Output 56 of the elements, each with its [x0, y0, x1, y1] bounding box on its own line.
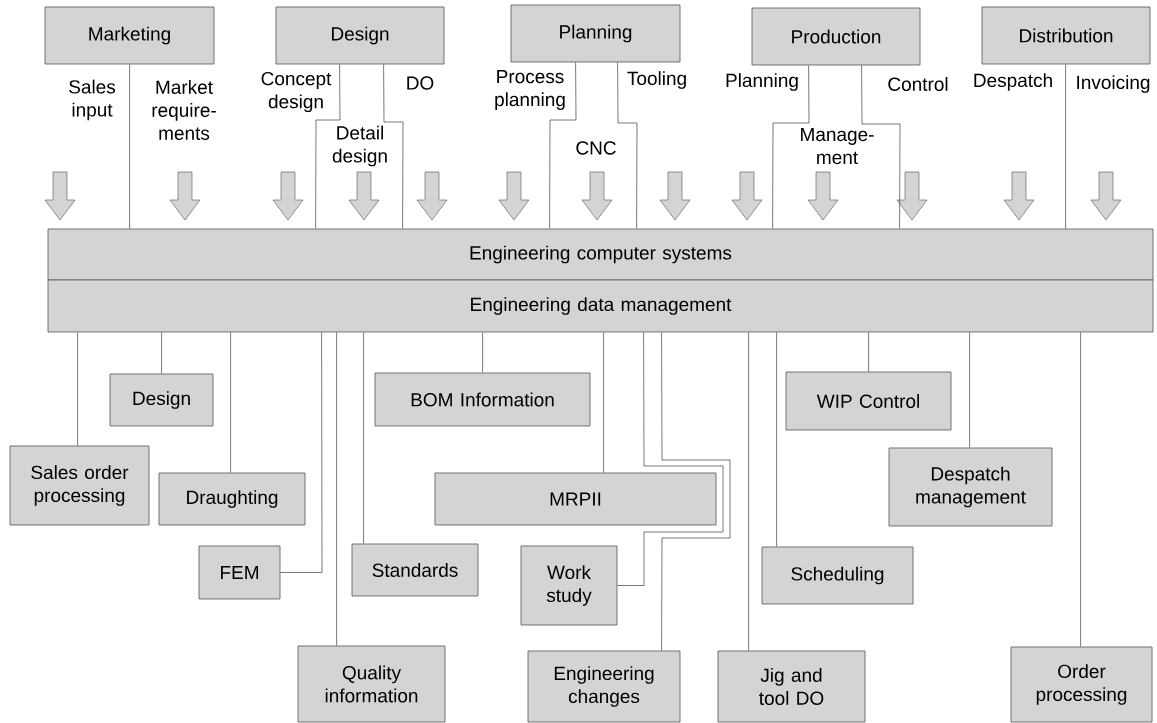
flow-label: Despatch — [974, 73, 1052, 91]
process-box: Scheduling — [761, 546, 914, 605]
connector-line — [336, 332, 337, 646]
flow-label: Process planning — [495, 70, 565, 110]
connector-line — [1065, 64, 1066, 229]
process-box: Distribution — [981, 6, 1151, 65]
connector-line — [603, 332, 604, 473]
process-box: Sales order processing — [9, 445, 150, 526]
flow-label: Tooling — [627, 71, 686, 89]
flow-label: Concept design — [261, 71, 332, 113]
flow-label: Planning — [726, 73, 798, 91]
connector-line — [482, 332, 483, 373]
flow-label: Control — [888, 77, 948, 91]
process-box: Work study — [520, 545, 618, 626]
process-box: Design — [275, 6, 445, 65]
process-box: Despatch management — [888, 447, 1053, 527]
process-box: MRPII — [434, 472, 717, 526]
connector-line — [617, 332, 724, 586]
process-box: Design — [109, 373, 214, 427]
connector-line — [161, 332, 162, 374]
connector-line — [772, 65, 810, 229]
connector-line — [748, 332, 749, 651]
process-box: Engineering computer systems — [47, 228, 1154, 281]
connector-line — [776, 332, 777, 547]
connector-line — [77, 332, 78, 446]
process-box: Quality information — [297, 645, 446, 723]
connector-line — [861, 65, 901, 229]
process-box: BOM Information — [374, 372, 591, 427]
connector-line — [315, 64, 341, 229]
process-box: Jig and tool DO — [717, 650, 866, 723]
connector-line — [383, 64, 404, 229]
process-box: Planning — [510, 4, 681, 63]
process-box: Order processing — [1010, 646, 1153, 723]
connector-line — [969, 332, 970, 448]
connector-line — [549, 62, 577, 229]
connector-line — [230, 332, 231, 473]
process-box: Engineering data management — [47, 279, 1154, 333]
process-box: Engineering changes — [527, 650, 681, 723]
connector-line — [661, 332, 731, 651]
flow-label: Invoicing — [1077, 75, 1150, 93]
process-box: FEM — [198, 545, 281, 600]
connector-line — [1080, 332, 1081, 647]
flow-label: Sales input — [69, 79, 116, 121]
connector-line — [363, 332, 364, 544]
flow-label: Manage-ment — [801, 127, 874, 165]
connector-line — [868, 332, 869, 372]
flow-label: Detail design — [332, 125, 387, 167]
process-box: WIP Control — [785, 371, 952, 431]
process-box: Standards — [351, 543, 479, 597]
flow-label: CNC — [576, 141, 616, 155]
process-box: Production — [751, 7, 921, 66]
connector-line — [129, 64, 130, 229]
connector-line — [280, 332, 323, 573]
process-box: Draughting — [158, 472, 306, 526]
connector-line — [617, 62, 638, 229]
process-box: Marketing — [44, 6, 215, 65]
